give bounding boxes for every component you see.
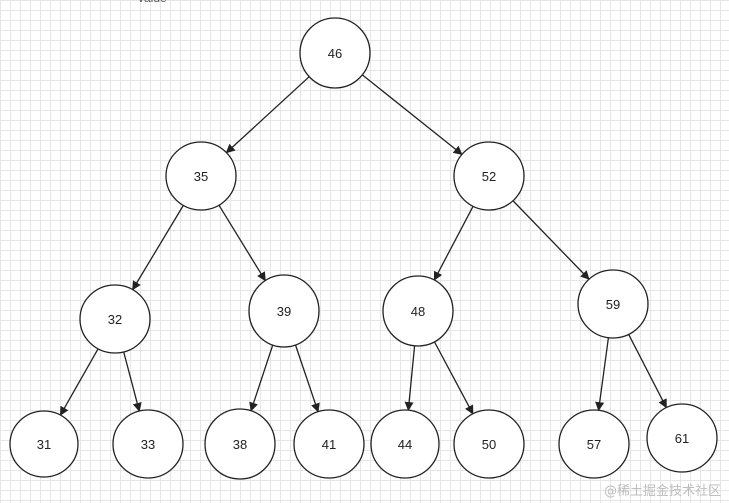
- edge-n48-n50: [433, 341, 474, 415]
- tree-node-41: 41: [293, 409, 365, 479]
- node-circle: [79, 284, 151, 354]
- edge-n46-n52: [361, 74, 463, 155]
- tree-node-46: 46: [299, 17, 371, 89]
- node-label: 46: [328, 46, 342, 61]
- node-circle: [370, 409, 440, 479]
- edges-group: [59, 74, 667, 416]
- edge-n52-n48: [433, 205, 474, 281]
- node-label: 32: [108, 312, 122, 327]
- node-label: 33: [141, 437, 155, 452]
- nodes-group: 46 35 52 32 39 48 59 31 33 38 41 44 50 57 61: [9, 17, 718, 480]
- edge-n35-n39: [218, 204, 266, 282]
- edge-n35-n32: [132, 205, 184, 291]
- node-circle: [558, 409, 630, 479]
- edge-n46-n35: [225, 76, 310, 154]
- node-label: 38: [233, 437, 247, 452]
- tree-node-57: 57: [558, 409, 630, 479]
- tree-node-33: 33: [112, 409, 184, 479]
- node-label: 44: [398, 437, 412, 452]
- node-label: 48: [411, 304, 425, 319]
- node-label: 61: [675, 431, 689, 446]
- tree-node-50: 50: [453, 409, 525, 479]
- node-circle: [112, 409, 184, 479]
- node-circle: [248, 274, 320, 348]
- edge-n48-n44: [404, 345, 416, 412]
- node-label: 52: [482, 169, 496, 184]
- node-circle: [453, 141, 525, 211]
- node-label: 41: [322, 437, 336, 452]
- top-label: value: [138, 0, 167, 5]
- node-label: 59: [606, 297, 620, 312]
- tree-node-61: 61: [646, 403, 718, 473]
- node-label: 50: [482, 437, 496, 452]
- edge-n59-n61: [628, 334, 667, 409]
- node-circle: [293, 409, 365, 479]
- node-label: 31: [37, 437, 51, 452]
- edge-n32-n33: [123, 351, 142, 412]
- tree-node-59: 59: [577, 269, 649, 339]
- node-circle: [646, 403, 718, 473]
- tree-node-35: 35: [165, 141, 237, 211]
- tree-node-48: 48: [382, 275, 454, 347]
- node-circle: [9, 410, 79, 478]
- tree-node-32: 32: [79, 284, 151, 354]
- node-label: 57: [587, 437, 601, 452]
- node-circle: [577, 269, 649, 339]
- tree-node-31: 31: [9, 410, 79, 478]
- node-circle: [382, 275, 454, 347]
- tree-node-44: 44: [370, 409, 440, 479]
- node-circle: [204, 408, 276, 480]
- node-label: 39: [277, 304, 291, 319]
- edge-n39-n41: [294, 344, 320, 413]
- watermark: @稀土掘金技术社区: [603, 484, 721, 499]
- tree-node-38: 38: [204, 408, 276, 480]
- edge-n52-n59: [512, 200, 590, 280]
- tree-node-52: 52: [453, 141, 525, 211]
- edge-n32-n31: [59, 348, 99, 416]
- node-label: 35: [194, 169, 208, 184]
- node-circle: [453, 409, 525, 479]
- node-circle: [165, 141, 237, 211]
- edge-n59-n57: [595, 337, 610, 412]
- node-circle: [299, 17, 371, 89]
- tree-node-39: 39: [248, 274, 320, 348]
- edge-n39-n38: [249, 344, 274, 412]
